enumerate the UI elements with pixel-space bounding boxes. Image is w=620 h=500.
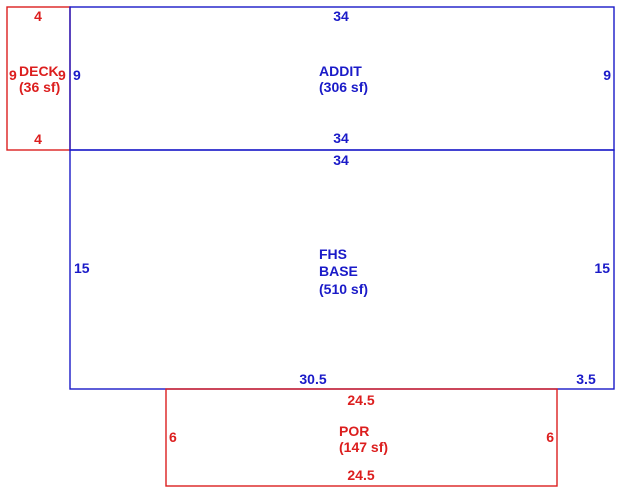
fhs-base-label-line2: BASE [319, 263, 358, 279]
por-label: POR [339, 423, 369, 439]
addit-dim-bottom: 34 [333, 130, 349, 146]
addit-area[interactable]: 34 34 9 9 ADDIT (306 sf) [69, 6, 615, 151]
addit-label: ADDIT [319, 63, 362, 79]
fhs-base-area-value: (510 sf) [319, 281, 368, 297]
deck-dim-top: 4 [34, 8, 42, 24]
fhs-base-dim-right: 15 [594, 260, 610, 276]
fhs-base-area[interactable]: 34 15 15 30.5 3.5 FHS BASE (510 sf) [69, 149, 615, 390]
deck-dim-right: 9 [58, 67, 66, 83]
por-area-value: (147 sf) [339, 439, 388, 455]
por-outline [165, 388, 558, 487]
por-dim-bottom: 24.5 [347, 467, 374, 483]
deck-dim-left: 9 [9, 67, 17, 83]
fhs-base-dim-top: 34 [333, 152, 349, 168]
fhs-base-dim-left: 15 [74, 260, 90, 276]
deck-area[interactable]: 4 4 9 9 DECK (36 sf) [6, 6, 71, 151]
fhs-base-dim-bottom-left: 30.5 [299, 371, 326, 387]
addit-area-value: (306 sf) [319, 79, 368, 95]
deck-label: DECK [19, 63, 59, 79]
por-dim-top: 24.5 [347, 392, 374, 408]
por-dim-right: 6 [546, 429, 554, 445]
addit-dim-left: 9 [73, 67, 81, 83]
fhs-base-dim-bottom-right: 3.5 [576, 371, 596, 387]
por-dim-left: 6 [169, 429, 177, 445]
por-area[interactable]: 24.5 24.5 6 6 POR (147 sf) [165, 388, 558, 487]
fhs-base-label-line1: FHS [319, 246, 347, 262]
addit-dim-right: 9 [603, 67, 611, 83]
deck-dim-bottom: 4 [34, 131, 42, 147]
addit-dim-top: 34 [333, 8, 349, 24]
deck-area-value: (36 sf) [19, 79, 60, 95]
